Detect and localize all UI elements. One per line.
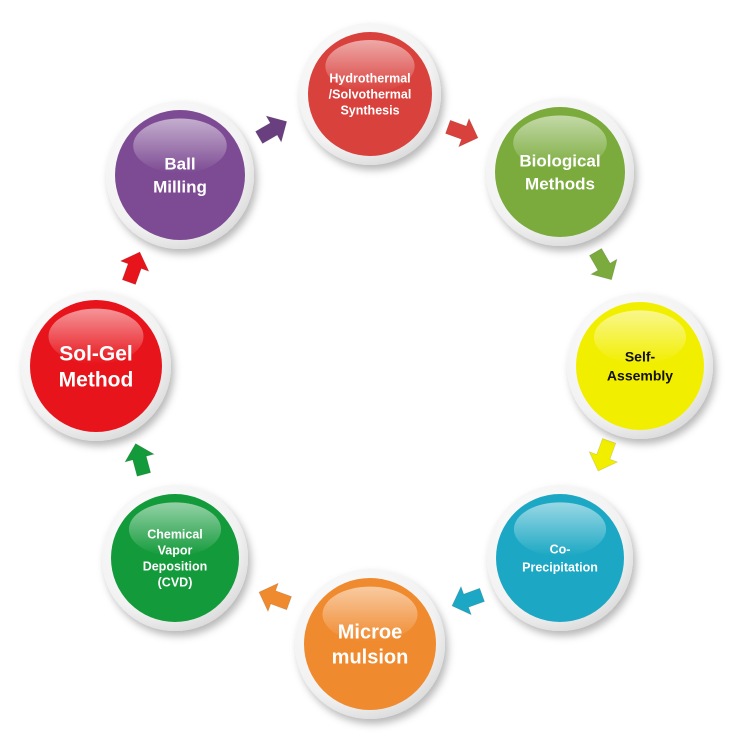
node-label-line: Biological	[519, 152, 600, 171]
node-label-line: Co-	[550, 543, 571, 557]
node-co-precipitation: Co- Precipitation	[487, 485, 633, 631]
node-label-line: Deposition	[143, 560, 208, 574]
node-gloss	[513, 502, 607, 557]
arrow-hydrothermal-to-biological	[444, 117, 479, 148]
arrow-sol-gel-to-ball-milling	[119, 251, 150, 286]
node-label-line: Microe	[338, 622, 402, 644]
arrow-cvd-to-sol-gel	[124, 443, 156, 477]
node-label-line: Chemical	[147, 528, 203, 542]
arrow-ball-milling-to-hydrothermal	[254, 115, 288, 145]
node-label-line: Methods	[525, 175, 595, 194]
node-gloss	[322, 586, 418, 643]
node-gloss	[593, 310, 687, 365]
node-label-line: Hydrothermal	[329, 72, 410, 86]
node-label: Co- Precipitation	[522, 543, 598, 575]
node-label-line: /Solvothermal	[329, 88, 412, 102]
arrow-biological-to-self-assembly	[588, 247, 618, 281]
node-label-line: Ball	[164, 155, 195, 174]
node-gloss	[325, 40, 415, 93]
node-self-assembly: Self- Assembly	[567, 293, 713, 439]
node-gloss	[48, 308, 144, 365]
node-label-line: Assembly	[607, 368, 673, 384]
node-gloss	[513, 115, 607, 171]
node-label-line: mulsion	[332, 647, 409, 669]
node-label: Self- Assembly	[607, 349, 673, 384]
node-label-line: Precipitation	[522, 561, 598, 575]
node-gloss	[128, 502, 222, 557]
node-label-line: Method	[59, 369, 134, 392]
arrow-self-assembly-to-co-precipitation	[588, 437, 619, 472]
node-label: Microe mulsion	[332, 622, 409, 669]
arrows-layer	[119, 115, 619, 616]
node-label-line: Milling	[153, 178, 207, 197]
node-microemulsion: Microe mulsion	[295, 569, 445, 719]
node-label-line: Self-	[625, 349, 656, 365]
arrow-co-precipitation-to-microemulsion	[451, 585, 486, 616]
node-label-line: Vapor	[158, 544, 193, 558]
node-label-line: Synthesis	[340, 104, 399, 118]
node-gloss	[133, 118, 227, 174]
arrow-microemulsion-to-cvd	[258, 582, 293, 613]
node-label-line: (CVD)	[158, 576, 193, 590]
node-label-line: Sol-Gel	[59, 343, 133, 366]
